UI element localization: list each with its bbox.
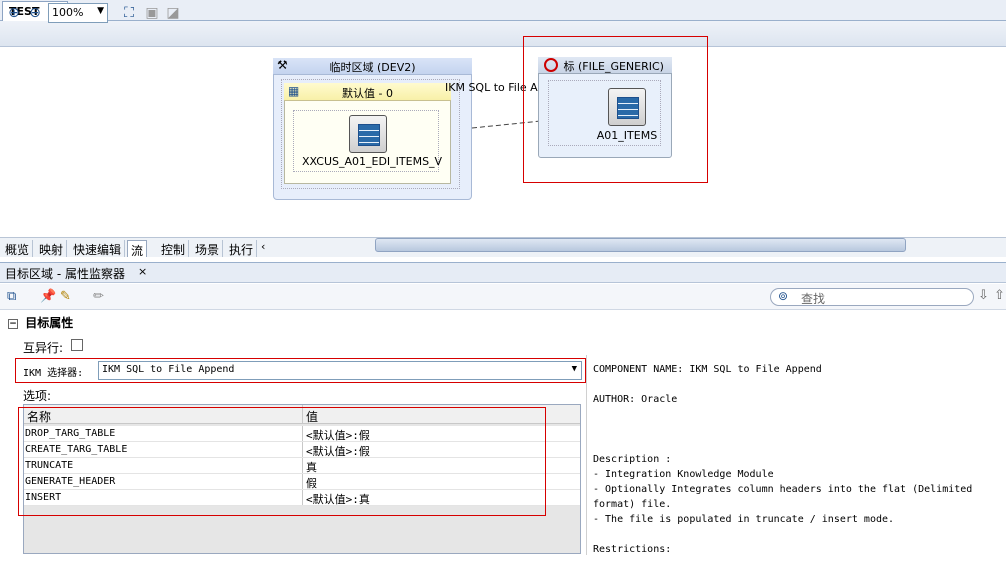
description-line: Restrictions:: [593, 544, 672, 555]
chevron-down-icon: ▼: [571, 364, 577, 374]
description-line: Description :: [593, 454, 672, 465]
hammer-icon: ⚒: [277, 58, 288, 72]
staging-drop-zone: [281, 79, 460, 189]
zoom-value: 100%: [52, 6, 84, 19]
horizontal-scrollbar[interactable]: [375, 238, 906, 252]
table-row[interactable]: CREATE_TARG_TABLE <默认值>:假: [24, 442, 580, 458]
target-drop-zone: [548, 80, 661, 146]
layout-icon[interactable]: ▣: [145, 5, 159, 21]
collapse-icon[interactable]: −: [8, 319, 18, 329]
zoom-in-icon[interactable]: ⊕: [8, 5, 20, 21]
description-line: AUTHOR: Oracle: [593, 394, 678, 405]
description-line: - The file is populated in truncate / in…: [593, 514, 895, 525]
edit-icon[interactable]: ✎: [60, 289, 71, 304]
source-table-label: XXCUS_A01_EDI_ITEMS_V: [302, 155, 443, 168]
highlight-frame-target: [523, 36, 708, 183]
source-drop-zone: [293, 110, 439, 172]
target-table-label: A01_ITEMS: [596, 129, 658, 142]
section-header[interactable]: − 目标属性: [8, 316, 74, 330]
pin-icon[interactable]: 📌: [40, 289, 57, 304]
tab-execution[interactable]: 执行: [226, 240, 258, 257]
source-table-icon[interactable]: [349, 115, 387, 153]
diagram-toolbar: [0, 21, 1006, 47]
table-row[interactable]: DROP_TARG_TABLE <默认值>:假: [24, 426, 580, 442]
arrow-down-icon[interactable]: ⇩: [978, 288, 989, 303]
target-area-title: 标 (FILE_GENERIC): [538, 57, 672, 74]
find-object-icon[interactable]: ⧉: [7, 289, 17, 304]
ikm-selector-label: IKM 选择器:: [23, 368, 84, 379]
options-table-header: 名称 值: [24, 405, 580, 424]
pencil-icon[interactable]: ✏: [93, 289, 104, 304]
table-row[interactable]: INSERT <默认值>:真: [24, 490, 580, 506]
description-line: - Optionally Integrates column headers i…: [593, 484, 973, 495]
tab-mapping[interactable]: 映射: [36, 240, 68, 257]
diagram-canvas[interactable]: [0, 47, 1006, 237]
distinct-rows-checkbox[interactable]: [71, 339, 83, 351]
distinct-rows-label: 互异行:: [23, 341, 64, 355]
table-row[interactable]: TRUNCATE 真: [24, 458, 580, 474]
options-label: 选项:: [23, 389, 52, 403]
table-row[interactable]: GENERATE_HEADER 假: [24, 474, 580, 490]
inspector-tab-title[interactable]: 目标区域 - 属性监察器: [5, 267, 125, 281]
scroll-left-icon[interactable]: ‹: [261, 240, 266, 253]
description-line: - Integration Knowledge Module: [593, 469, 774, 480]
chevron-down-icon: ▼: [97, 6, 104, 16]
ikm-selector-value: IKM SQL to File Append: [102, 364, 235, 375]
tab-test-label: TEST: [9, 5, 40, 18]
target-icon: [544, 58, 558, 72]
column-header-value[interactable]: 值: [306, 410, 319, 424]
search-input[interactable]: 查找: [770, 288, 974, 306]
binoculars-icon: ⊚: [778, 289, 789, 303]
tab-control[interactable]: 控制: [158, 240, 190, 257]
description-line: format) file.: [593, 499, 672, 510]
inspector-tab-bar: [0, 262, 1006, 283]
target-table-icon[interactable]: [608, 88, 646, 126]
ikm-selector[interactable]: IKM SQL to File Append ▼: [98, 361, 582, 380]
highlight-frame-options: [18, 407, 546, 516]
tab-scenarios[interactable]: 场景: [192, 240, 224, 257]
editor-tab-strip: [0, 0, 1006, 21]
tab-overview[interactable]: 概览: [2, 240, 34, 257]
tab-quick-edit[interactable]: 快速编辑: [70, 240, 126, 257]
fit-to-window-icon[interactable]: ⛶: [124, 5, 134, 21]
arrow-up-icon[interactable]: ⇧: [994, 288, 1005, 303]
tab-flow[interactable]: 流: [127, 240, 148, 258]
description-pane: [586, 355, 1006, 555]
grid-icon: ▦: [288, 84, 300, 98]
column-header-name[interactable]: 名称: [27, 410, 52, 424]
staging-area-title: ⚒ 临时区域 (DEV2): [273, 58, 472, 75]
zoom-out-icon[interactable]: ⊖: [29, 5, 41, 21]
zoom-select[interactable]: 100% ▼: [48, 3, 108, 23]
auto-layout-icon[interactable]: ◪: [166, 5, 180, 21]
close-icon[interactable]: ×: [138, 265, 148, 278]
highlight-frame-ikm: [15, 358, 586, 383]
default-group-title: ▦ 默认值 - 0: [284, 83, 451, 101]
description-line: COMPONENT NAME: IKM SQL to File Append: [593, 364, 822, 375]
